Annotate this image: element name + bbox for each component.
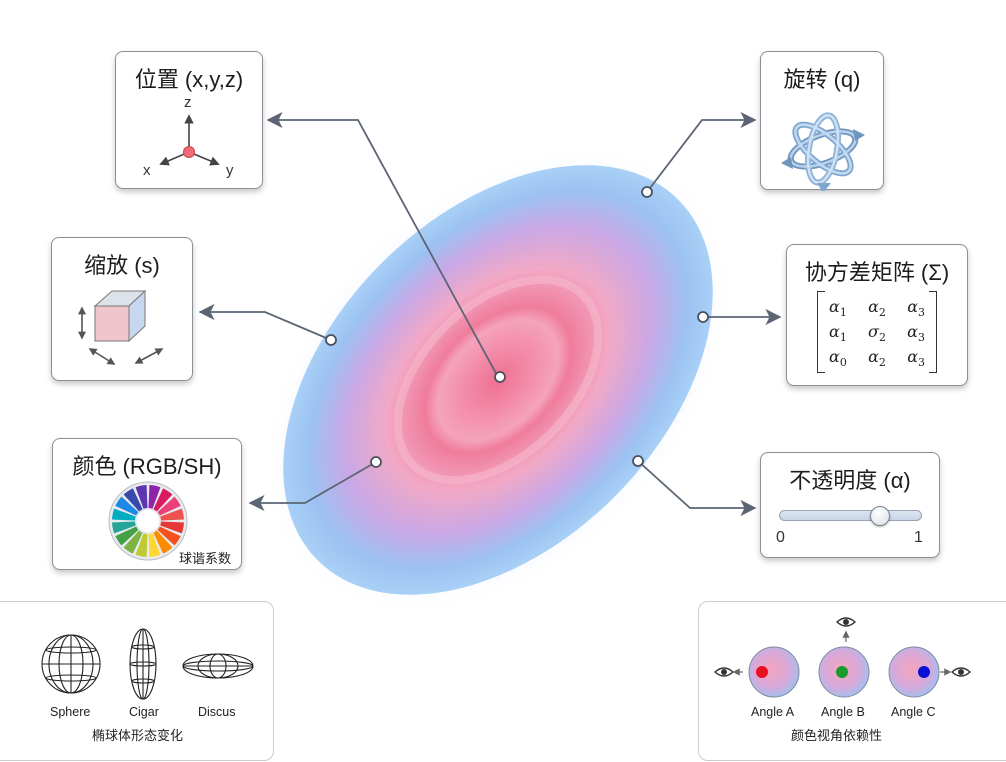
eye-left-icon (713, 667, 735, 677)
sh-wheel-segment (135, 485, 148, 509)
color-card: 颜色 (RGB/SH) 球谐系数 (52, 438, 242, 570)
opacity-max-label: 1 (914, 529, 923, 546)
covariance-title: 协方差矩阵 (Σ) (804, 260, 950, 285)
opacity-point (632, 455, 644, 467)
view-color-dot (756, 666, 768, 678)
sh-wheel-segment (112, 508, 136, 521)
eye-top-icon (835, 617, 857, 627)
view-dependence-panel: Angle A Angle B Angle C 颜色视角依赖性 (698, 601, 1006, 761)
sh-wheel-segment (123, 530, 143, 554)
discus-label: Discus (198, 705, 236, 719)
axis-y-label: y (226, 162, 234, 179)
sphere-label: Sphere (50, 705, 91, 719)
rotation-point (641, 186, 653, 198)
matrix-cell: α2 (868, 347, 886, 370)
rotation-card: 旋转 (q) (760, 51, 884, 191)
view-orb (888, 646, 940, 698)
cigar-label: Cigar (129, 705, 159, 719)
cigar-shape (129, 628, 157, 700)
sh-wheel-segment (160, 508, 184, 521)
covariance-matrix: α1 α2 α3 α1 σ2 α3 α0 α2 α3 (817, 291, 937, 373)
sh-wheel-segment (153, 488, 173, 512)
axis-z-label: z (184, 94, 192, 111)
axis-x-label: x (143, 162, 151, 179)
matrix-cell: α2 (868, 297, 886, 320)
cube-scale-icon (78, 289, 164, 365)
opacity-min-label: 0 (776, 529, 785, 546)
shapes-caption: 椭球体形态变化 (92, 728, 184, 743)
covariance-point (697, 311, 709, 323)
matrix-cell: α0 (829, 347, 847, 370)
scale-connector (198, 303, 332, 341)
connector-lines (198, 111, 782, 517)
sphere-shape (41, 634, 101, 694)
sh-wheel-segment (157, 496, 181, 516)
xyz-axes-icon (159, 114, 220, 166)
sh-wheel-segment (115, 496, 139, 516)
view-color-dot (918, 666, 930, 678)
matrix-cell: α1 (829, 297, 847, 320)
position-connector (266, 111, 499, 378)
opacity-connector (637, 460, 757, 517)
sh-wheel-segment (148, 533, 161, 557)
center-point (494, 371, 506, 383)
discus-shape (182, 653, 254, 679)
scale-card: 缩放 (s) (51, 237, 193, 381)
sh-wheel-segment (115, 526, 139, 546)
opacity-slider-track[interactable] (779, 510, 922, 521)
matrix-cell: σ2 (868, 322, 886, 345)
view-color-dot (836, 666, 848, 678)
sh-wheel-segment (123, 488, 143, 512)
color-title: 颜色 (RGB/SH) (72, 454, 222, 479)
sh-wheel-segment (157, 526, 181, 546)
matrix-cell: α3 (907, 297, 925, 320)
rotation-orbit-icon (781, 112, 865, 191)
rotation-title: 旋转 (q) (783, 67, 861, 92)
matrix-cell: α3 (907, 322, 925, 345)
rotation-connector (646, 111, 757, 193)
sh-wheel-segment (135, 533, 148, 557)
angle-c-label: Angle C (891, 705, 936, 719)
opacity-slider-knob[interactable] (870, 506, 891, 526)
sh-wheel-segment (148, 485, 161, 509)
angle-b-label: Angle B (821, 705, 865, 719)
matrix-cell: α1 (829, 322, 847, 345)
angle-a-label: Angle A (751, 705, 795, 719)
opacity-title: 不透明度 (α) (789, 468, 911, 493)
view-orb (748, 646, 800, 698)
sh-caption: 球谐系数 (179, 551, 232, 566)
sh-wheel-segment (153, 530, 173, 554)
eye-right-icon (950, 667, 972, 677)
ellipsoid-shapes-panel: Sphere Cigar Discus 椭球体形态变化 (0, 601, 274, 761)
connector-endpoints (325, 186, 709, 468)
color-connector (248, 461, 377, 512)
color-point (370, 456, 382, 468)
position-card: 位置 (x,y,z) z x y (115, 51, 263, 189)
scale-point (325, 334, 337, 346)
sh-wheel-segment (160, 521, 184, 534)
ellipsoid-shapes-icon (41, 628, 254, 700)
scale-title: 缩放 (s) (84, 253, 160, 278)
covariance-card: 协方差矩阵 (Σ) α1 α2 α3 α1 σ2 α3 α0 α2 α3 (786, 244, 968, 386)
view-caption: 颜色视角依赖性 (791, 728, 883, 743)
view-angles-icon (713, 617, 972, 698)
matrix-cell: α3 (907, 347, 925, 370)
position-title: 位置 (x,y,z) (134, 67, 244, 92)
sh-wheel-segment (112, 521, 136, 534)
sh-color-wheel-icon (108, 481, 188, 561)
opacity-card: 不透明度 (α) 0 1 (760, 452, 940, 558)
